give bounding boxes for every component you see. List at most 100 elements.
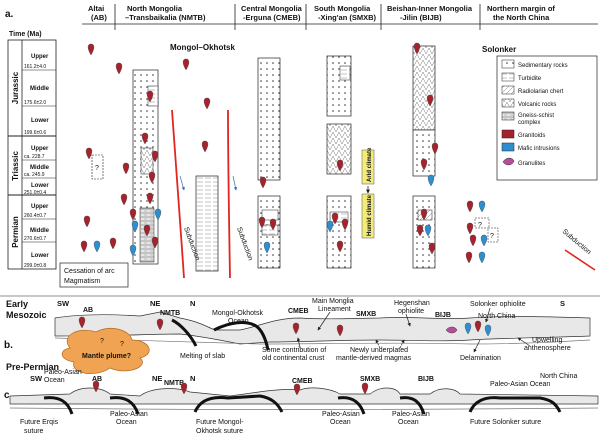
ne-label: NE: [152, 374, 162, 383]
legend-swatch-gneiss: [501, 111, 515, 121]
subduction-legend: Subduction: [561, 228, 596, 271]
epoch-age: 299.0±0.8: [24, 263, 46, 269]
epoch-name: Middle: [30, 228, 50, 234]
mafic-intrusion-icon: [93, 240, 101, 253]
pao-label-5: Paleo-Asian Ocean: [490, 381, 550, 388]
period-jurassic: Jurassic: [11, 71, 20, 104]
arid-climate-label: Arid climate: [367, 147, 373, 182]
legend-label: Granulites: [518, 161, 545, 167]
granitoid-icon: [87, 43, 95, 56]
column-header-nmtb-2: –Transbaikalia (NMTB): [125, 13, 206, 22]
granitoid-icon: [465, 251, 473, 264]
legend-swatch-granitoid: [501, 129, 515, 139]
panel-c-label: c.: [4, 390, 13, 401]
granitoid-icon: [201, 140, 209, 153]
hegenshan-label-1: Hegenshan: [394, 300, 430, 307]
column-header-nmtb-1: North Mongolia: [127, 4, 183, 13]
sw-label: SW: [57, 299, 70, 308]
bijb-label: BIJB: [418, 376, 434, 383]
ocean-label-2: Ocean: [228, 318, 249, 325]
cmeb-label: CMEB: [292, 378, 313, 385]
pao-label-4b: Ocean: [398, 419, 419, 426]
subducting-slab: [109, 396, 140, 415]
humid-climate-label: Humid climate: [367, 194, 373, 236]
epoch-name: Lower: [31, 183, 49, 189]
epoch-name: Middle: [30, 165, 50, 171]
cmeb-label: CMEB: [288, 308, 309, 315]
ocean-label-1: Mongol-Okhotsk: [212, 310, 263, 317]
granitoid-icon: [203, 97, 211, 110]
time-scale: Time (Ma) Jurassic Triassic Permian Uppe…: [7, 31, 57, 270]
subduction-legend-label: Subduction: [561, 228, 592, 256]
epoch-name: Upper: [31, 54, 49, 60]
n-label: N: [190, 299, 195, 308]
panel-c: Pre-Permian c. SW NE N North China Paleo…: [4, 362, 599, 435]
smxb-label: SMXB: [360, 376, 380, 383]
header-separator: [82, 4, 598, 30]
period-triassic: Triassic: [11, 151, 20, 181]
legend-swatch-sedimentary: [501, 59, 515, 69]
delamination-label: Delamination: [460, 355, 501, 362]
nmtb-label: NMTB: [164, 380, 184, 387]
column-header-nc-2: the North China: [493, 13, 550, 22]
mongol-okhotsk-ocean: Mongol–Okhotsk Subduction Subduction: [170, 43, 254, 279]
pao-label-1a: Paleo-Asian: [44, 369, 82, 376]
sw-label: SW: [30, 374, 43, 383]
bijb-column: [412, 42, 439, 269]
legend-swatch-volcanic: [501, 98, 515, 108]
solonker-column: Solonker ? ?: [465, 45, 516, 264]
contrib-label-2: old continental crust: [262, 355, 324, 362]
panel-b-title-1: Early: [6, 299, 28, 309]
legend-label: Mafic intrusions: [518, 146, 560, 152]
mafic-intrusion-icon: [478, 200, 486, 213]
mantle-plume: [61, 328, 150, 375]
granitoid-icon: [182, 58, 190, 71]
pao-label-3b: Ocean: [330, 419, 351, 426]
suture-label-1b: suture: [24, 428, 44, 435]
granitoid-icon: [85, 147, 93, 160]
panel-b: Early Mesozoic b. SW NE N S Mantle plume…: [4, 298, 591, 375]
cessation-line-1: Cessation of arc: [64, 268, 115, 275]
granitoid-icon: [115, 62, 123, 75]
subducting-slab: [213, 321, 270, 351]
granitoid-icon: [466, 200, 474, 213]
melting-label: Melting of slab: [180, 353, 225, 360]
legend-swatch-granulite: [502, 157, 515, 166]
legend-swatch-turbidite: [501, 72, 515, 82]
epoch-name: Upper: [31, 204, 49, 210]
legend-label: Gneiss-schist: [518, 113, 554, 119]
mantle-plume-label: Mantle plume?: [82, 353, 131, 360]
granitoid-icon: [120, 193, 128, 206]
epoch-age: ca. 245.9: [24, 172, 45, 178]
epoch-age: 260.4±0.7: [24, 213, 46, 219]
epoch-age: 199.6±0.6: [24, 130, 46, 136]
upwelling-label-1: Upwelling: [532, 337, 562, 344]
column-header-cmeb-2: -Erguna (CMEB): [243, 13, 301, 22]
granitoid-icon: [83, 215, 91, 228]
ab-label: AB: [92, 376, 102, 383]
epoch-name: Middle: [30, 86, 50, 92]
solonker-label: Solonker: [482, 45, 516, 54]
contrib-label-1: Some contribution of: [262, 347, 326, 354]
suture-label-2a: Future Mongol-: [196, 419, 244, 426]
subducting-slab: [43, 396, 74, 415]
legend: Sedimentary rocks Turbidite Radiolarian …: [496, 55, 598, 181]
nmtb-column: [115, 62, 162, 265]
solonker-ophiolite-label: Solonker ophiolite: [470, 301, 526, 308]
mongol-okhotsk-label: Mongol–Okhotsk: [170, 43, 235, 52]
subducting-slab: [399, 396, 426, 415]
panel-c-title: Pre-Permian: [6, 362, 59, 372]
bijb-label: BIJB: [435, 312, 451, 319]
pao-label-4a: Paleo-Asian: [392, 411, 430, 418]
pao-label-3a: Paleo-Asian: [322, 411, 360, 418]
climate-indicators: Arid climate Humid climate: [361, 147, 375, 239]
granitoid-icon: [259, 176, 267, 189]
epoch-name: Upper: [31, 146, 49, 152]
underplate-label-1: Newly underplated: [350, 347, 408, 354]
question-mark: ?: [490, 233, 494, 240]
smxb-column: [326, 55, 352, 269]
panel-a-label: a.: [5, 9, 14, 20]
column-header-cmeb-1: Central Mongolia: [241, 4, 303, 13]
mafic-intrusion-icon: [480, 234, 488, 247]
